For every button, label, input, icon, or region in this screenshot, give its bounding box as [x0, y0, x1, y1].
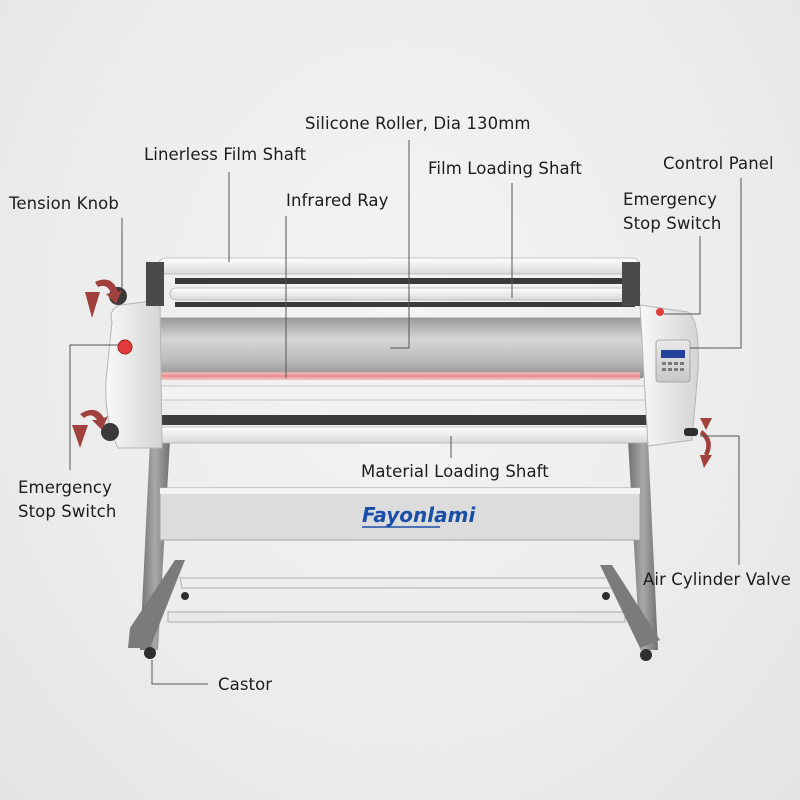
emergency-stop-button-right — [656, 308, 664, 316]
label-castor: Castor — [218, 675, 273, 694]
castor-wheel — [181, 592, 189, 600]
tension-knob — [101, 423, 119, 441]
label-linerless-film-shaft: Linerless Film Shaft — [144, 145, 307, 164]
castor-wheel — [640, 649, 652, 661]
label-line: Stop Switch — [623, 214, 722, 233]
castor-wheel — [144, 647, 156, 659]
brand-logo: Fayonlami — [362, 503, 476, 528]
svg-text:Fayonlami: Fayonlami — [362, 503, 476, 527]
label-material-loading-shaft: Material Loading Shaft — [361, 462, 549, 481]
label-control-panel: Control Panel — [663, 154, 774, 173]
label-infrared-ray: Infrared Ray — [286, 191, 389, 210]
label-line: Stop Switch — [18, 502, 117, 521]
castor-wheel — [602, 592, 610, 600]
emergency-stop-button-left — [117, 339, 133, 355]
label-silicone-roller: Silicone Roller, Dia 130mm — [305, 114, 531, 133]
label-line: Emergency — [623, 190, 717, 209]
label-emergency-stop-right: Emergency Stop Switch — [623, 188, 721, 236]
label-tension-knob: Tension Knob — [9, 194, 119, 213]
rotation-arrow-icon — [72, 279, 122, 448]
label-line: Emergency — [18, 478, 112, 497]
control-panel — [655, 339, 691, 383]
valve-arrow-icon — [700, 418, 712, 468]
label-emergency-stop-left: Emergency Stop Switch — [18, 476, 116, 524]
label-air-cylinder-valve: Air Cylinder Valve — [643, 570, 791, 589]
label-film-loading-shaft: Film Loading Shaft — [428, 159, 582, 178]
leader-lines — [69, 140, 742, 685]
laminator-body — [101, 257, 699, 449]
stand — [128, 440, 660, 661]
